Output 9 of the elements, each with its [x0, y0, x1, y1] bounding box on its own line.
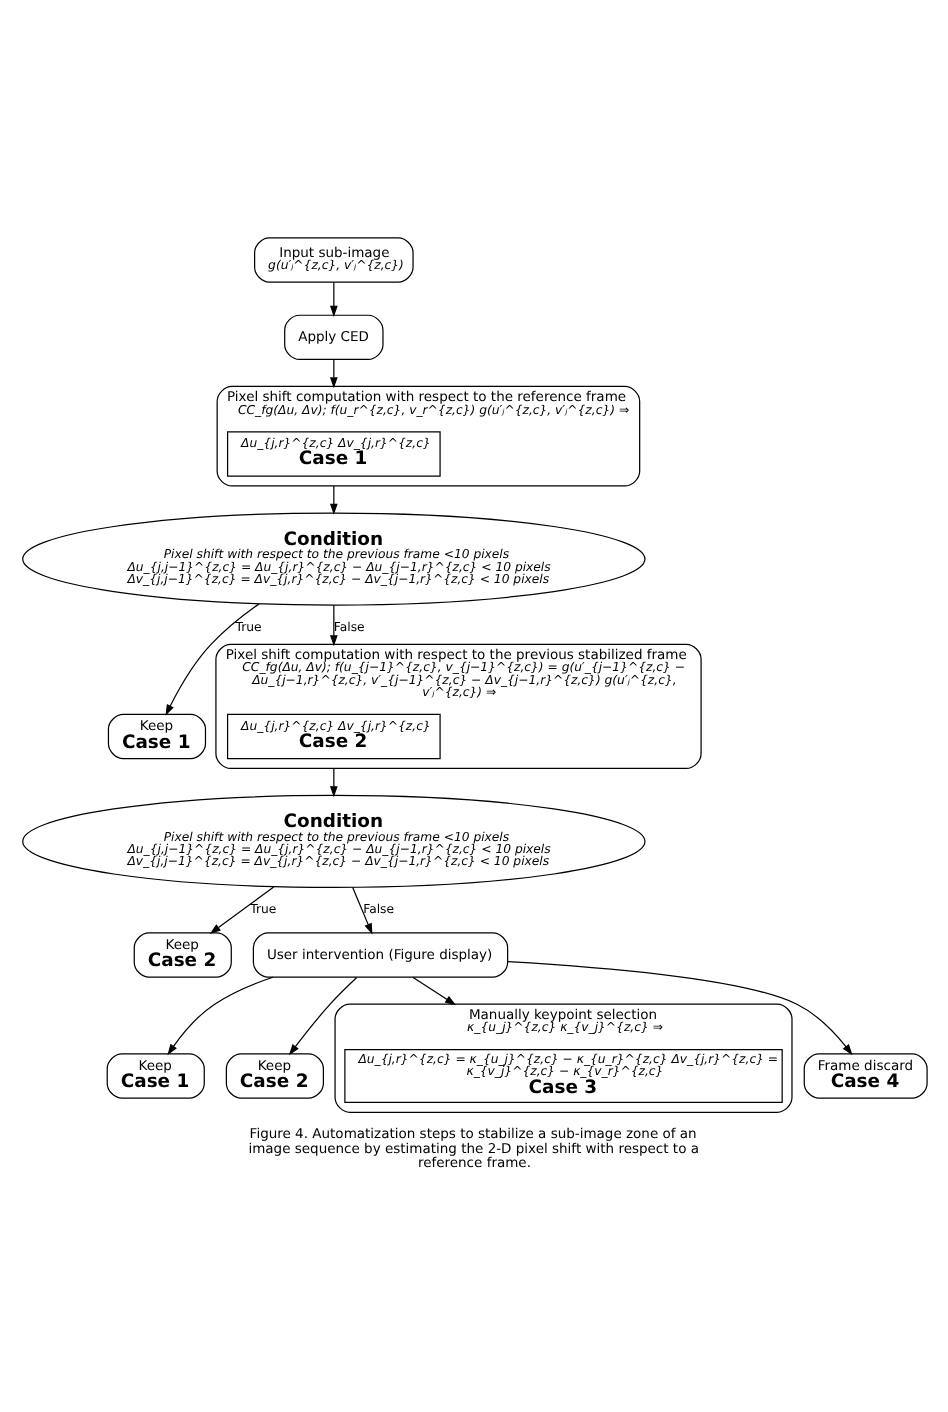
arrow [351, 885, 372, 934]
arrow [208, 885, 274, 933]
arrow [287, 975, 357, 1055]
arrow [328, 603, 337, 646]
arrow [411, 975, 456, 1005]
arrow [506, 959, 852, 1055]
arrow [328, 280, 337, 316]
arrow [164, 602, 259, 715]
arrow [166, 975, 273, 1055]
